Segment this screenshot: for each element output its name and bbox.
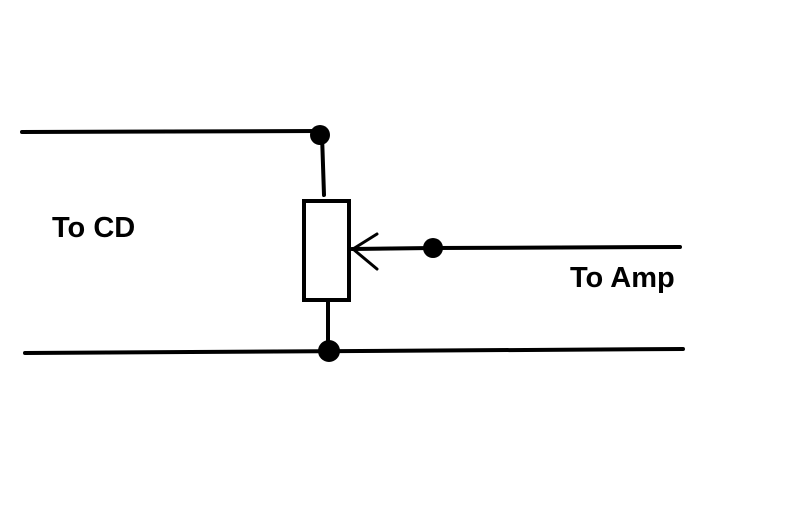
- wiper-line: [350, 246, 434, 251]
- potentiometer-icon: [302, 199, 351, 302]
- arrow-icon: [351, 232, 379, 271]
- output-wire: [431, 245, 682, 250]
- top-lead-wire: [320, 133, 326, 197]
- output-label: To Amp: [570, 262, 675, 294]
- bottom-common-wire: [23, 347, 685, 355]
- input-label: To CD: [52, 212, 136, 244]
- top-input-wire: [20, 129, 322, 134]
